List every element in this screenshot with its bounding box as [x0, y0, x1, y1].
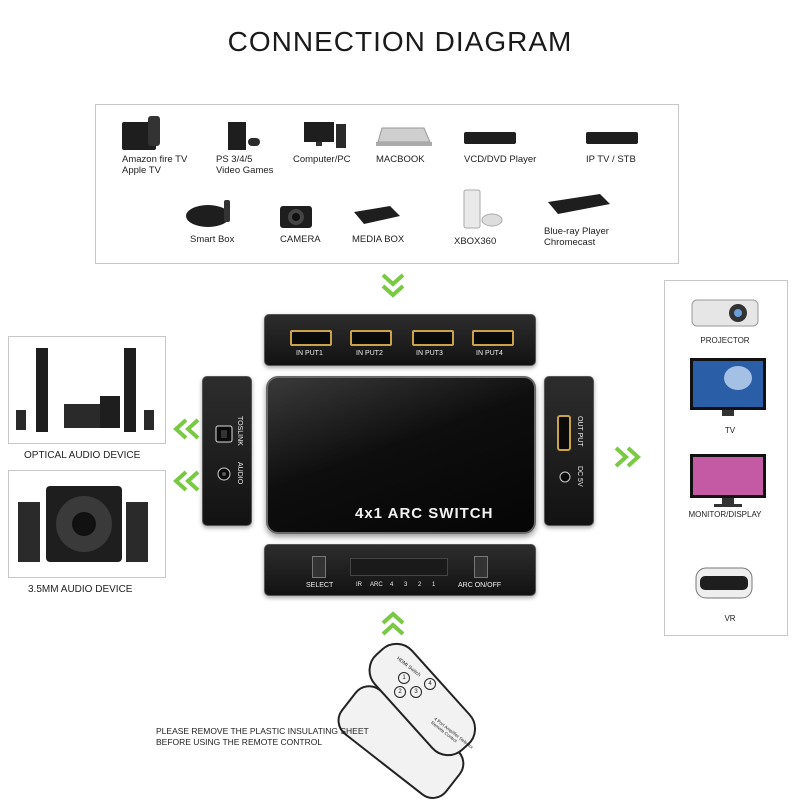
projector-icon — [691, 299, 759, 327]
remote-button-2[interactable]: 2 — [394, 686, 406, 698]
computer-icon — [304, 122, 346, 148]
indicator-4: 4 — [390, 582, 394, 588]
source-label-fire-tv: Amazon fire TV Apple TV — [122, 154, 188, 176]
source-label-xbox: XBOX360 — [454, 236, 497, 247]
indicator-1: 1 — [432, 582, 436, 588]
switch-right-panel — [544, 376, 594, 526]
input-label-2: IN PUT2 — [356, 350, 383, 357]
select-button[interactable] — [312, 556, 326, 578]
subwoofer-icon — [18, 486, 148, 562]
input-label-3: IN PUT3 — [416, 350, 443, 357]
source-label-dvd: VCD/DVD Player — [464, 154, 537, 165]
arrow-left-icon — [173, 418, 200, 440]
select-label: SELECT — [306, 582, 334, 589]
vr-headset-icon — [695, 567, 753, 599]
dc-jack-icon — [559, 471, 571, 483]
remote-button-1[interactable]: 1 — [398, 672, 410, 684]
input-label-4: IN PUT4 — [476, 350, 503, 357]
hdmi-out-port-icon — [557, 415, 571, 451]
macbook-icon — [376, 127, 432, 146]
switch-body — [266, 376, 536, 534]
remote-button-4[interactable]: 4 — [424, 678, 436, 690]
input-label-1: IN PUT1 — [296, 350, 323, 357]
hdmi-port-4 — [472, 330, 514, 346]
ps-console-icon — [228, 122, 260, 150]
toslink-label: TOSLINK — [236, 416, 243, 446]
remote-button-3[interactable]: 3 — [410, 686, 422, 698]
switch-name: 4x1 ARC SWITCH — [355, 505, 494, 522]
dvd-player-icon — [464, 132, 516, 144]
tv-icon — [690, 358, 766, 416]
monitor-icon — [690, 454, 766, 507]
hdmi-port-2 — [350, 330, 392, 346]
arrow-right-icon — [614, 446, 641, 468]
source-label-iptv: IP TV / STB — [586, 154, 636, 165]
source-label-macbook: MACBOOK — [376, 154, 425, 165]
arrow-up-icon — [381, 611, 405, 636]
arc-toggle-button[interactable] — [474, 556, 488, 578]
diagram-title: CONNECTION DIAGRAM — [227, 26, 573, 57]
remote-note: PLEASE REMOVE THE PLASTIC INSULATING SHE… — [156, 726, 369, 747]
smart-box-icon — [186, 200, 230, 227]
audio-label: AUDIO — [236, 462, 243, 485]
indicator-3: 3 — [404, 582, 408, 588]
source-label-ps: PS 3/4/5 Video Games — [216, 154, 274, 176]
audio-35mm-label: 3.5MM AUDIO DEVICE — [28, 584, 133, 595]
source-label-camera: CAMERA — [280, 234, 321, 245]
optical-device-label: OPTICAL AUDIO DEVICE — [24, 450, 141, 461]
output-label-tv: TV — [724, 426, 736, 435]
indicator-window — [350, 558, 448, 576]
source-label-computer: Computer/PC — [293, 154, 351, 165]
toslink-port-icon — [215, 425, 233, 443]
indicator-2: 2 — [418, 582, 422, 588]
arrow-left-icon — [173, 470, 200, 492]
audio-jack-icon — [217, 467, 231, 481]
arrow-down-icon — [381, 273, 405, 298]
output-label-projector: PROJECTOR — [700, 336, 750, 345]
source-label-media-box: MEDIA BOX — [352, 234, 405, 245]
bluray-player-icon — [548, 194, 610, 214]
xbox360-icon — [463, 189, 503, 229]
output-label-monitor: MONITOR/DISPLAY — [688, 510, 762, 519]
media-box-icon — [354, 206, 400, 224]
hdmi-port-1 — [290, 330, 332, 346]
indicator-arc: ARC — [370, 582, 383, 588]
dc-label: DC 5V — [576, 466, 583, 487]
output-label-vr: VR — [724, 614, 736, 623]
hdmi-port-3 — [412, 330, 454, 346]
speaker-system-icon — [16, 348, 154, 432]
fire-tv-icon — [122, 116, 160, 150]
source-label-bluray: Blue-ray Player Chromecast — [544, 226, 609, 248]
iptv-box-icon — [586, 132, 638, 144]
output-label: OUT PUT — [576, 416, 583, 447]
switch-left-panel — [202, 376, 252, 526]
source-label-smart-box: Smart Box — [190, 234, 235, 245]
indicator-ir: IR — [356, 582, 362, 588]
camera-icon — [280, 206, 312, 228]
arc-onoff-label: ARC ON/OFF — [458, 582, 502, 589]
